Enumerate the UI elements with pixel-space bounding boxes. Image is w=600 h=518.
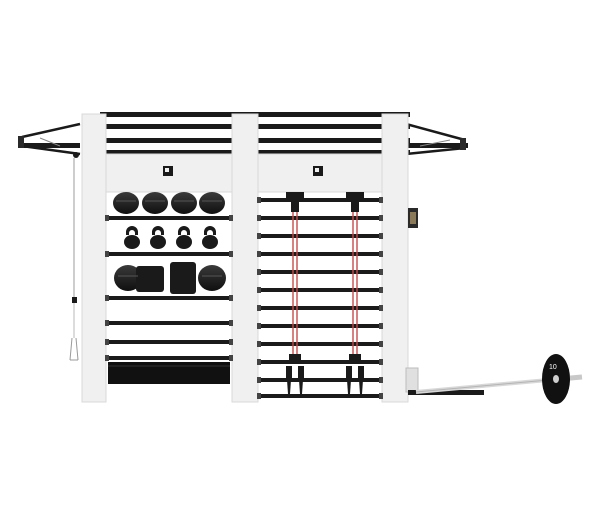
rung-clamp xyxy=(257,341,261,347)
rung-bar xyxy=(108,340,230,344)
rung-clamp xyxy=(229,295,233,301)
rung-clamp xyxy=(105,251,109,257)
kettlebell-row xyxy=(124,226,218,249)
rung-clamp xyxy=(229,215,233,221)
brand-logo xyxy=(163,166,173,176)
cable-column-right xyxy=(346,192,364,394)
rung-bar xyxy=(260,324,380,328)
rung-bar xyxy=(260,288,380,292)
rung-bar xyxy=(108,296,230,300)
rung-bar xyxy=(260,342,380,346)
rung-clamp xyxy=(379,377,383,383)
storage-bench xyxy=(108,362,230,384)
slam-ball-row xyxy=(114,262,226,294)
rung-clamp xyxy=(379,215,383,221)
rung-bar xyxy=(260,378,380,382)
rung-clamp xyxy=(105,339,109,345)
rung-clamp xyxy=(257,251,261,257)
rung-clamp xyxy=(379,269,383,275)
rung-clamp xyxy=(379,305,383,311)
rung-bar xyxy=(260,252,380,256)
rung-bar xyxy=(260,270,380,274)
medicine-ball-row xyxy=(113,192,225,214)
rung-clamp xyxy=(229,251,233,257)
rung-clamp xyxy=(229,355,233,361)
rung-clamp xyxy=(379,287,383,293)
rung-clamp xyxy=(229,320,233,326)
rung-clamp xyxy=(379,393,383,399)
rung-clamp xyxy=(257,305,261,311)
rung-clamp xyxy=(257,359,261,365)
left-pulley-arm xyxy=(18,122,81,361)
rung-clamp xyxy=(257,197,261,203)
rung-clamp xyxy=(257,233,261,239)
rung-clamp xyxy=(379,233,383,239)
rung-clamp xyxy=(257,377,261,383)
rung-bar xyxy=(260,360,380,364)
landmine-barbell: 10 xyxy=(408,354,583,404)
right-pulley-arm xyxy=(405,122,468,156)
rung-bar xyxy=(108,216,230,220)
plate-label: 10 xyxy=(549,364,557,371)
rung-bar xyxy=(260,394,380,398)
rung-bar xyxy=(260,198,380,202)
rung-clamp xyxy=(379,341,383,347)
rung-clamp xyxy=(379,197,383,203)
rung-clamp xyxy=(379,323,383,329)
rung-bar xyxy=(108,321,230,325)
rung-clamp xyxy=(257,323,261,329)
rung-clamp xyxy=(105,215,109,221)
rung-bar xyxy=(260,234,380,238)
rung-bar xyxy=(108,252,230,256)
rung-clamp xyxy=(379,251,383,257)
rung-clamp xyxy=(105,295,109,301)
cable-column-left xyxy=(286,192,304,394)
rung-clamp xyxy=(105,320,109,326)
rung-bar xyxy=(260,306,380,310)
left-bay-rungs xyxy=(105,215,233,361)
rung-clamp xyxy=(229,339,233,345)
rung-clamp xyxy=(257,215,261,221)
brand-logo xyxy=(313,166,323,176)
right-bay-rungs xyxy=(257,197,383,399)
rung-clamp xyxy=(105,355,109,361)
rung-bar xyxy=(108,356,230,360)
rung-bar xyxy=(260,216,380,220)
rung-clamp xyxy=(379,359,383,365)
rung-clamp xyxy=(257,393,261,399)
rung-clamp xyxy=(257,269,261,275)
rung-clamp xyxy=(257,287,261,293)
